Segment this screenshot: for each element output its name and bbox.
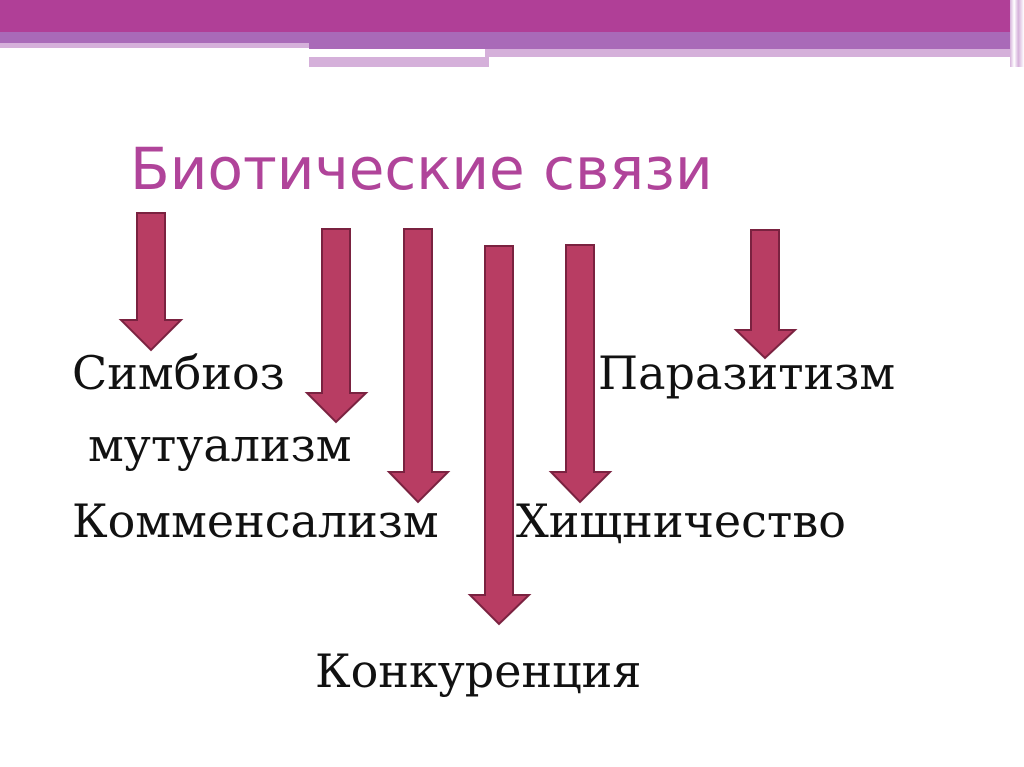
header-band-pale-right2 <box>485 49 1010 57</box>
term-competition: Конкуренция <box>315 644 642 698</box>
term-predation: Хищничество <box>516 494 846 548</box>
arrow-down-icon <box>304 228 369 424</box>
header-band-purple-right <box>309 43 1010 49</box>
slide-title: Биотические связи <box>130 135 713 203</box>
header-band-main <box>0 0 1010 32</box>
term-parasitism: Паразитизм <box>598 346 896 400</box>
arrow-down-icon <box>733 229 798 360</box>
arrow-down-icon <box>548 244 613 504</box>
arrow-down-icon <box>386 228 451 504</box>
arrow-down-icon <box>467 245 532 626</box>
header-edge-lines <box>1010 0 1024 67</box>
term-symbiosis: Симбиоз <box>72 346 285 400</box>
header-band-purple <box>0 32 1010 43</box>
header-band-pale-right <box>309 57 489 67</box>
term-mutualism: мутуализм <box>88 418 352 472</box>
arrow-down-icon <box>118 212 184 352</box>
term-commensalism: Комменсализм <box>72 494 439 548</box>
header-band-pale-left <box>0 43 309 48</box>
